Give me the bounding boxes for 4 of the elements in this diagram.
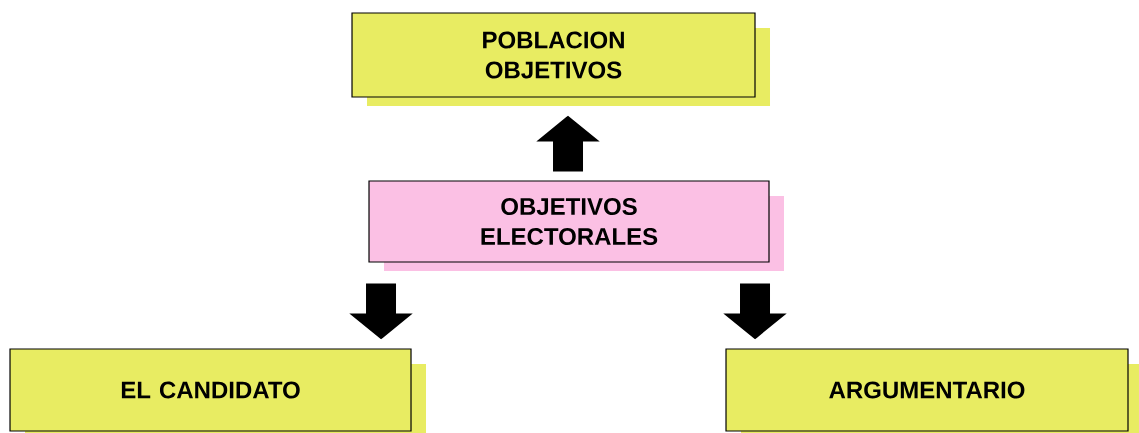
text-box: OBJETIVOS ELECTORALES xyxy=(368,180,784,271)
text-box: EL CANDIDATO xyxy=(9,348,426,433)
text-box: POBLACION OBJETIVOS xyxy=(351,12,770,106)
text-box: ARGUMENTARIO xyxy=(725,348,1139,433)
